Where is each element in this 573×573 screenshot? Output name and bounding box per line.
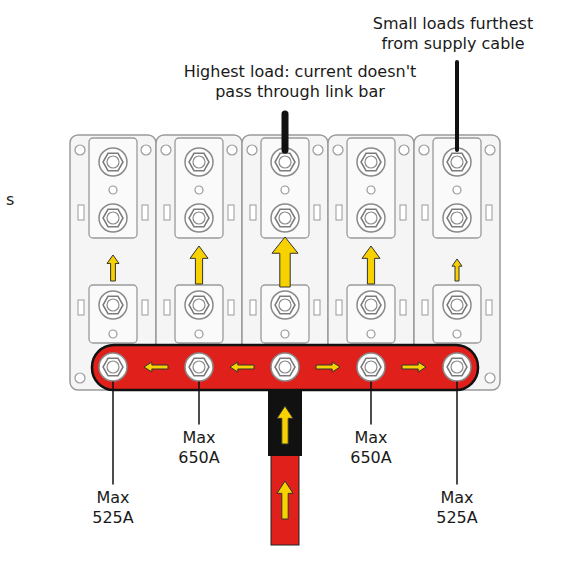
fuse-holders	[70, 135, 500, 390]
callout-note: Small loads furthest from supply cable	[357, 14, 549, 54]
callout-note: Highest load: current doesn't pass throu…	[164, 62, 436, 102]
link-bar	[92, 345, 478, 390]
current-arrows	[107, 237, 462, 287]
current-rating: Max 650A	[168, 428, 230, 468]
cut-off-text: s	[6, 190, 22, 210]
leader-lines	[113, 62, 457, 484]
current-rating: Max 525A	[82, 488, 144, 528]
current-rating: Max 650A	[340, 428, 402, 468]
supply-cable	[268, 388, 302, 545]
current-rating: Max 525A	[426, 488, 488, 528]
